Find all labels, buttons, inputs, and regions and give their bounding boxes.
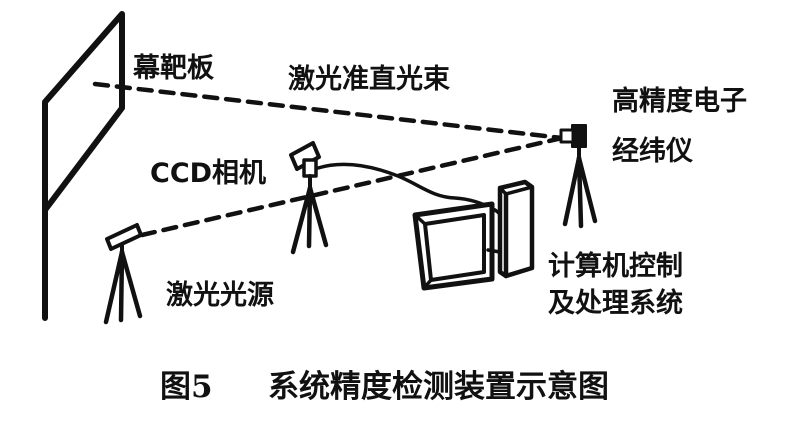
laser-collimated-beam [92,81,565,141]
figure-number: 图5 [160,369,213,405]
laser-source-beam [139,135,565,238]
theodolite-label-line1: 高精度电子 [612,86,747,117]
theodolite-label-line2: 经纬仪 [612,136,693,167]
computer-label-line2: 及处理系统 [548,288,683,319]
computer-label-line1: 计算机控制 [548,251,683,282]
laser-source-label: 激光光源 [166,280,274,311]
ccd-camera-label: CCD相机 [150,158,267,189]
screen-target-board [42,11,125,321]
theodolite [559,124,598,229]
computer-system [412,179,535,291]
beam-label: 激光准直光束 [288,64,450,95]
figure-caption: 系统精度检测装置示意图 [268,369,609,405]
screen-target-label: 幕靶板 [133,53,214,84]
laser-source [103,223,143,325]
ccd-camera [289,141,329,255]
